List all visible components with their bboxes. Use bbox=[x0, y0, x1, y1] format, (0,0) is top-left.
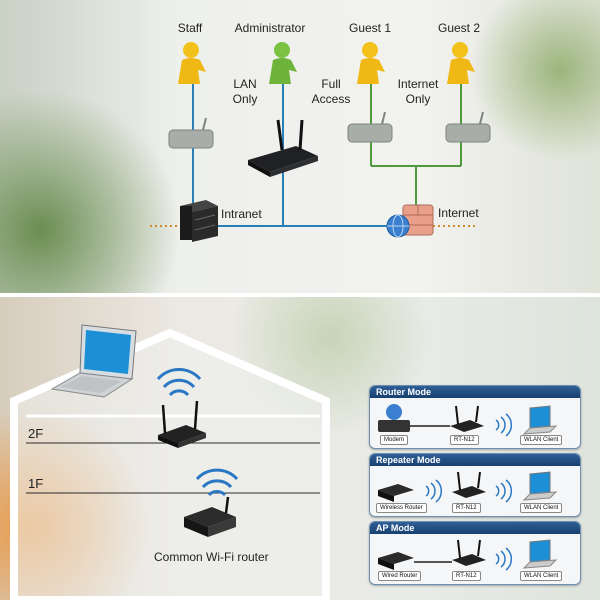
repeater-mode-box: Repeater Mode Wireless Router R bbox=[369, 453, 581, 517]
guest2-label: Guest 2 bbox=[437, 21, 481, 35]
repeater-mode-title: Repeater Mode bbox=[370, 454, 580, 466]
administrator-label: Administrator bbox=[234, 21, 306, 35]
repeater-mode-middle-tag: RT-N12 bbox=[452, 503, 481, 513]
wifi-waves-right-icon bbox=[495, 479, 513, 503]
staff-label: Staff bbox=[177, 21, 203, 35]
staff-person-icon bbox=[178, 42, 206, 84]
common-router-label: Common Wi-Fi router bbox=[154, 550, 269, 564]
access-diagram-panel: Staff Administrator Guest 1 Guest 2 LAN … bbox=[0, 0, 600, 293]
wired-router-icon bbox=[378, 552, 414, 564]
ap-mode-title: AP Mode bbox=[370, 522, 580, 534]
modem-icon bbox=[378, 420, 410, 432]
router-mode-graphic bbox=[378, 404, 558, 437]
house-diagram bbox=[10, 324, 330, 600]
staff-access-point-icon bbox=[168, 117, 214, 149]
ap-mode-box: AP Mode Wired Router RT-N12 WLAN Client bbox=[369, 521, 581, 585]
wifi-waves-left-icon bbox=[425, 479, 443, 503]
common-router-icon bbox=[184, 496, 236, 537]
router-mode-left-tag: Modem bbox=[380, 435, 409, 445]
wlan-client-laptop-icon bbox=[522, 471, 558, 501]
guest2-access-point-icon bbox=[445, 111, 491, 143]
guest1-access-point-icon bbox=[347, 111, 393, 143]
router-mode-box: Router Mode Modem RT-N12 WLAN Client bbox=[369, 385, 581, 449]
guest1-person-icon bbox=[357, 42, 385, 84]
floor-1f-label: 1F bbox=[28, 476, 44, 491]
administrator-person-icon bbox=[269, 42, 297, 84]
internet-only-label: Internet Only bbox=[397, 77, 439, 106]
lan-only-label: LAN Only bbox=[232, 77, 258, 106]
main-router-icon bbox=[248, 119, 318, 177]
house-outline bbox=[10, 328, 330, 600]
intranet-server-icon bbox=[180, 200, 218, 242]
panel-divider bbox=[0, 293, 600, 297]
router-mode-right-tag: WLAN Client bbox=[520, 435, 563, 445]
wifi-signal-1f-icon bbox=[195, 468, 239, 497]
internet-label: Internet bbox=[438, 206, 479, 220]
rt-n12-icon bbox=[450, 420, 484, 432]
globe-icon bbox=[386, 404, 402, 420]
router-mode-middle-tag: RT-N12 bbox=[450, 435, 479, 445]
wifi-waves-icon bbox=[495, 547, 513, 571]
repeater-mode-graphic bbox=[378, 471, 558, 503]
wifi-waves-icon bbox=[495, 413, 513, 437]
full-access-label: Full Access bbox=[311, 77, 351, 106]
guest1-label: Guest 1 bbox=[348, 21, 392, 35]
router-mode-title: Router Mode bbox=[370, 386, 580, 398]
house-coverage-panel: 2F 1F Common Wi-Fi router Router Mode bbox=[0, 297, 600, 600]
router-2f-icon bbox=[158, 400, 206, 448]
wlan-client-laptop-icon bbox=[522, 539, 558, 569]
rt-n12-ap-icon bbox=[452, 554, 486, 566]
ap-mode-middle-tag: RT-N12 bbox=[452, 571, 481, 581]
internet-globe-icon bbox=[386, 214, 410, 238]
ap-mode-right-tag: WLAN Client bbox=[520, 571, 563, 581]
wireless-router-icon bbox=[378, 484, 414, 496]
rt-n12-repeater-icon bbox=[452, 486, 486, 498]
repeater-mode-right-tag: WLAN Client bbox=[520, 503, 563, 513]
ap-mode-graphic bbox=[378, 539, 558, 571]
laptop-icon bbox=[50, 324, 137, 398]
wlan-client-laptop-icon bbox=[522, 405, 558, 435]
repeater-mode-left-tag: Wireless Router bbox=[376, 503, 427, 513]
guest2-person-icon bbox=[447, 42, 475, 84]
floor-2f-label: 2F bbox=[28, 426, 44, 441]
wifi-signal-2f-icon bbox=[156, 368, 202, 397]
access-diagram-lines bbox=[150, 42, 491, 242]
ap-mode-left-tag: Wired Router bbox=[378, 571, 422, 581]
intranet-label: Intranet bbox=[221, 207, 262, 221]
